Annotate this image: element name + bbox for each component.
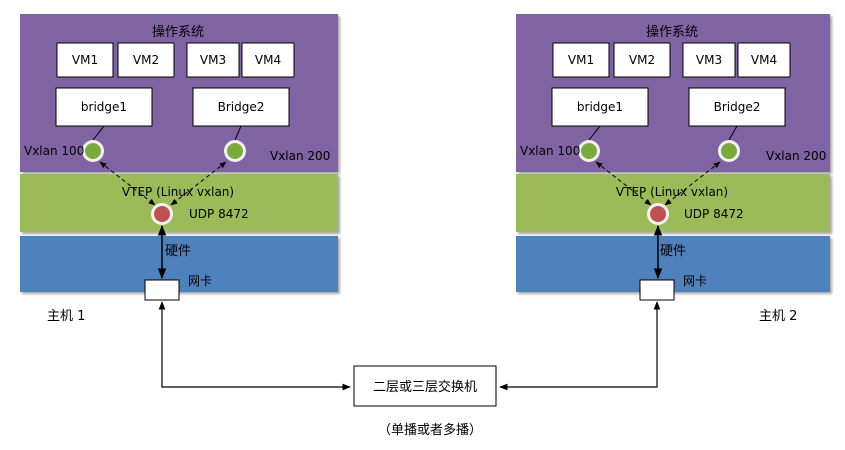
vm-label: VM4: [751, 53, 777, 67]
vxlan-tunnel-link: [664, 161, 721, 206]
nic-switch-link: [499, 301, 661, 391]
vm-box: [737, 42, 791, 78]
vm-box: [241, 42, 295, 78]
bridge-box: [55, 87, 153, 127]
vxlan-label: Vxlan 100: [520, 144, 580, 158]
vxlan-tunnel-link: [170, 161, 227, 206]
vxlan-label: Vxlan 100: [24, 144, 84, 158]
vm-box: [117, 42, 175, 78]
vxlan-tunnel-link: [595, 161, 652, 206]
vxlan-port-dot: [227, 143, 243, 159]
vm-label: VM1: [568, 53, 594, 67]
vm-box: [56, 42, 114, 78]
udp-port-dot: [650, 206, 666, 222]
udp-port-dot: [154, 206, 170, 222]
host-label: 主机 2: [759, 309, 797, 324]
vm-label: VM2: [629, 53, 655, 67]
nic-box: [144, 279, 180, 301]
vm-label: VM2: [133, 53, 159, 67]
vxlan-tunnel-link: [99, 161, 156, 206]
bridge-label: Bridge2: [714, 100, 761, 114]
nic-label: 网卡: [188, 274, 212, 288]
vm-box: [613, 42, 671, 78]
nic-label: 网卡: [683, 274, 707, 288]
nic-switch-link: [158, 301, 351, 391]
switch-note: （单播或者多播）: [378, 422, 482, 438]
vm-label: VM3: [200, 53, 226, 67]
bridge-link: [234, 125, 242, 141]
hardware-label: 硬件: [660, 244, 686, 259]
vtep-label: VTEP (Linux vxlan): [122, 185, 234, 199]
nic-box: [639, 279, 675, 301]
vm-box: [186, 42, 240, 78]
bridge-label: bridge1: [81, 100, 127, 114]
vm-label: VM3: [696, 53, 722, 67]
udp-label: UDP 8472: [189, 207, 249, 221]
vxlan-label: Vxlan 200: [270, 149, 330, 163]
os-label: 操作系统: [152, 24, 204, 40]
vm-box: [552, 42, 610, 78]
vxlan-label: Vxlan 200: [766, 149, 826, 163]
hardware-label: 硬件: [165, 244, 191, 259]
os-label: 操作系统: [646, 24, 698, 40]
vm-label: VM4: [255, 53, 281, 67]
vtep-label: VTEP (Linux vxlan): [616, 185, 728, 199]
vxlan-port-dot: [721, 143, 737, 159]
bridge-link: [728, 125, 738, 141]
switch-label: 二层或三层交换机: [373, 379, 477, 395]
host-2: 操作系统 VM1 VM2 VM3 VM4 bridge1 Bridge2 Vxl…: [516, 14, 830, 324]
vm-label: VM1: [72, 53, 98, 67]
vtep-layer: [516, 174, 830, 232]
bridge-label: bridge1: [577, 100, 623, 114]
bridge-link: [92, 125, 105, 141]
vxlan-port-dot: [85, 143, 101, 159]
switch-box: [353, 365, 497, 407]
host-1: 操作系统 VM1 VM2 VM3 VM4 bridge1 Bridge2 Vxl…: [20, 14, 338, 324]
udp-label: UDP 8472: [684, 207, 744, 221]
vtep-layer: [20, 174, 338, 232]
bridge-box: [192, 87, 290, 127]
vxlan-port-dot: [581, 143, 597, 159]
vm-box: [682, 42, 736, 78]
bridge-link: [588, 125, 601, 141]
bridge-label: Bridge2: [218, 100, 265, 114]
host-label: 主机 1: [47, 309, 85, 324]
